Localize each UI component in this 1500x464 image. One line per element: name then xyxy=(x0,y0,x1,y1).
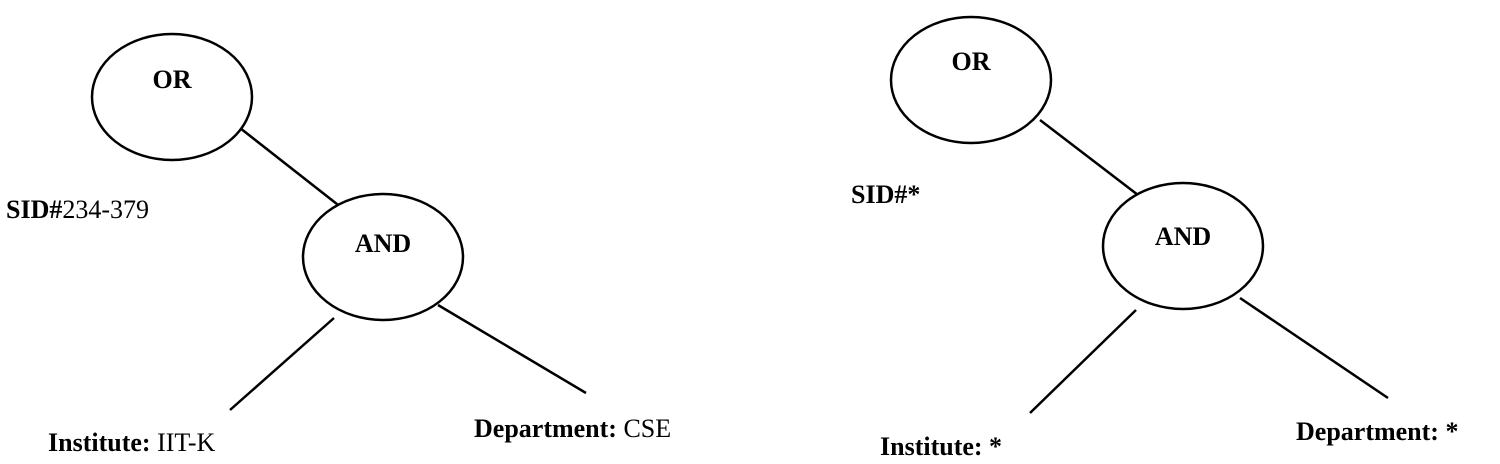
sid-key: SID# xyxy=(6,195,62,224)
sid-label: SID#234-379 xyxy=(6,195,149,224)
or-node xyxy=(889,15,1053,145)
or-node-label: OR xyxy=(952,47,991,76)
department-key: Department: * xyxy=(1296,417,1458,446)
institute-key: Institute: * xyxy=(880,432,1002,461)
edge-and-to-department xyxy=(437,303,587,395)
institute-leaf: Institute: * xyxy=(880,432,1002,461)
or-node xyxy=(90,32,254,162)
department-key: Department: xyxy=(474,414,617,443)
sid-label: SID#* xyxy=(851,180,920,209)
edge-or-to-and xyxy=(1039,119,1139,196)
and-node xyxy=(301,192,465,322)
department-leaf: Department: CSE xyxy=(474,414,671,443)
and-node-label: AND xyxy=(355,229,411,258)
sid-key: SID#* xyxy=(851,180,920,209)
institute-key: Institute: xyxy=(48,428,151,457)
and-node xyxy=(1101,181,1265,311)
edge-or-to-and xyxy=(239,127,343,209)
institute-leaf: Institute: IIT-K xyxy=(48,428,216,457)
sid-value: 234-379 xyxy=(62,195,149,224)
tree-left: OR AND SID#234-379 Institute: IIT-K Depa… xyxy=(6,32,671,457)
department-value: CSE xyxy=(617,414,671,443)
or-node-label: OR xyxy=(153,65,192,94)
and-node-label: AND xyxy=(1155,222,1211,251)
tree-right: OR AND SID#* Institute: * Department: * xyxy=(851,15,1458,461)
edge-and-to-department xyxy=(1239,296,1389,400)
edge-and-to-institute xyxy=(1029,309,1137,414)
edge-and-to-institute xyxy=(229,317,335,411)
institute-value: IIT-K xyxy=(151,428,216,457)
department-leaf: Department: * xyxy=(1296,417,1458,446)
